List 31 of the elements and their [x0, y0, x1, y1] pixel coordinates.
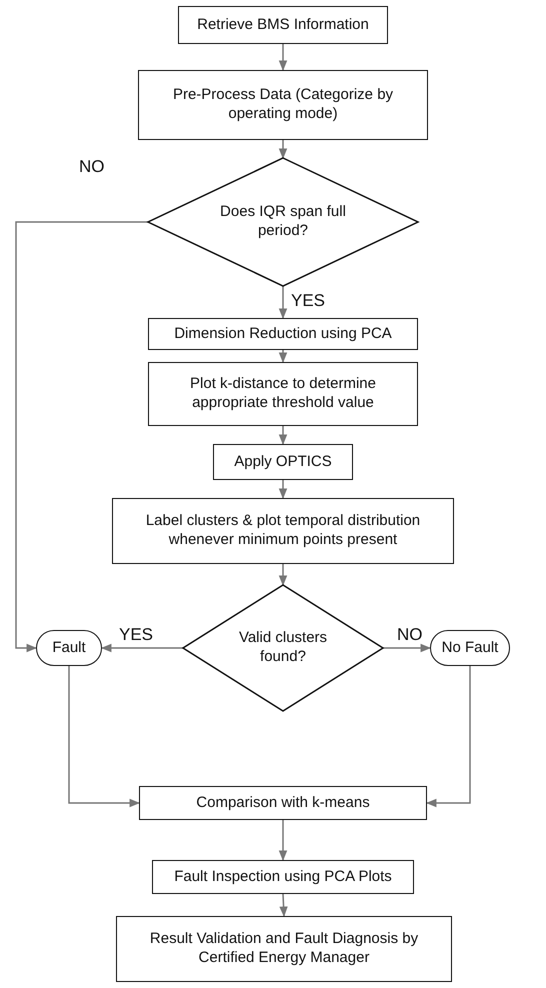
- process-box: Plot k-distance to determine appropriate threshold value: [148, 362, 418, 426]
- edge-label: YES: [118, 626, 154, 643]
- arrow: [278, 350, 288, 364]
- arrow: [278, 286, 288, 320]
- edge-label: NO: [396, 626, 424, 643]
- process-box: Label clusters & plot temporal distribution whenever minimum points present: [112, 498, 454, 564]
- edge-label: YES: [290, 292, 326, 309]
- process-box: Retrieve BMS Information: [178, 6, 388, 44]
- arrow: [279, 894, 288, 918]
- process-box: Pre-Process Data (Categorize by operating mode): [138, 70, 428, 140]
- decision-text: Valid clusters found?: [238, 629, 328, 667]
- process-box: Comparison with k-means: [139, 786, 427, 820]
- process-box: Apply OPTICS: [213, 444, 353, 480]
- edge-label: NO: [78, 158, 106, 175]
- arrow: [278, 140, 288, 160]
- terminal-box: No Fault: [430, 630, 510, 666]
- arrow: [68, 666, 140, 808]
- arrow: [426, 666, 471, 808]
- arrow: [278, 480, 288, 500]
- arrow: [100, 644, 183, 652]
- arrow: [15, 221, 148, 652]
- decision-text: Does IQR span full period?: [219, 203, 347, 241]
- arrow: [278, 820, 288, 862]
- process-box: Fault Inspection using PCA Plots: [152, 860, 414, 894]
- process-box: Result Validation and Fault Diagnosis by Certified Energy Manager: [116, 916, 452, 982]
- arrow: [278, 426, 288, 446]
- arrow: [383, 644, 432, 652]
- process-box: Dimension Reduction using PCA: [148, 318, 418, 350]
- terminal-box: Fault: [36, 630, 102, 666]
- arrow: [278, 564, 288, 586]
- arrow: [278, 44, 288, 72]
